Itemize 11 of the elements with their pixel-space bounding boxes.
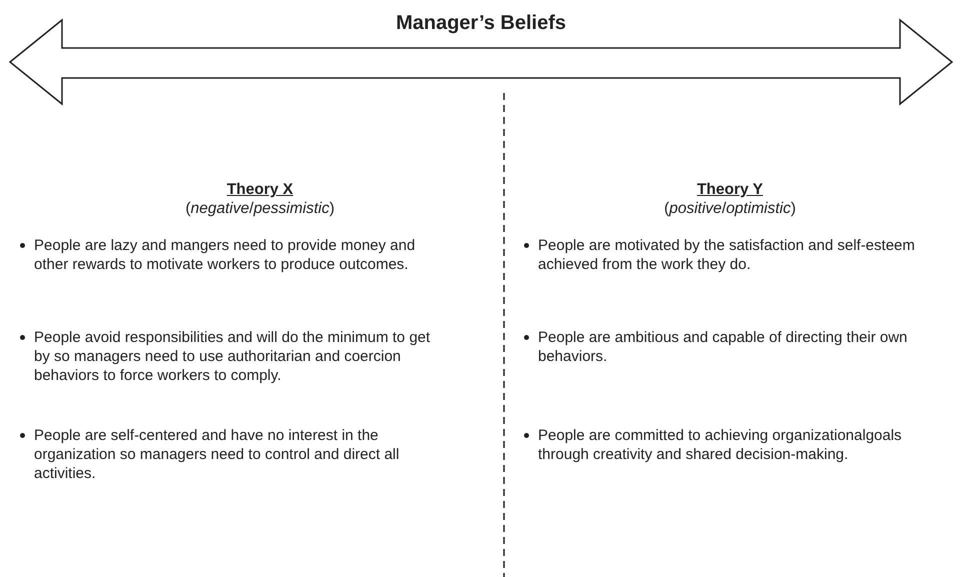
- bullet-point: People are committed to achieving organizationalgoals through creativity and shared decision-making.: [522, 426, 942, 464]
- bullet-point: People are motivated by the satisfaction and self-esteem achieved from the work they do.: [522, 236, 942, 274]
- column-heading: Theory X: [226, 181, 294, 199]
- column-subtitle: (negative/pessimistic): [184, 200, 336, 218]
- bullet-point: People are self-centered and have no interest in the organization so managers need to control and direct all activities.: [18, 426, 438, 483]
- column-heading: Theory Y: [696, 181, 764, 199]
- bullet-point: People avoid responsibilities and will do the minimum to get by so managers need to use authoritarian and coercion behaviors to force workers to comply.: [18, 328, 438, 385]
- bullet-point: People are ambitious and capable of directing their own behaviors.: [522, 328, 952, 366]
- title: Manager’s Beliefs: [394, 12, 568, 35]
- bullet-point: People are lazy and mangers need to provide money and other rewards to motivate workers to produce outcomes.: [18, 236, 438, 274]
- column-subtitle: (positive/optimistic): [663, 200, 797, 218]
